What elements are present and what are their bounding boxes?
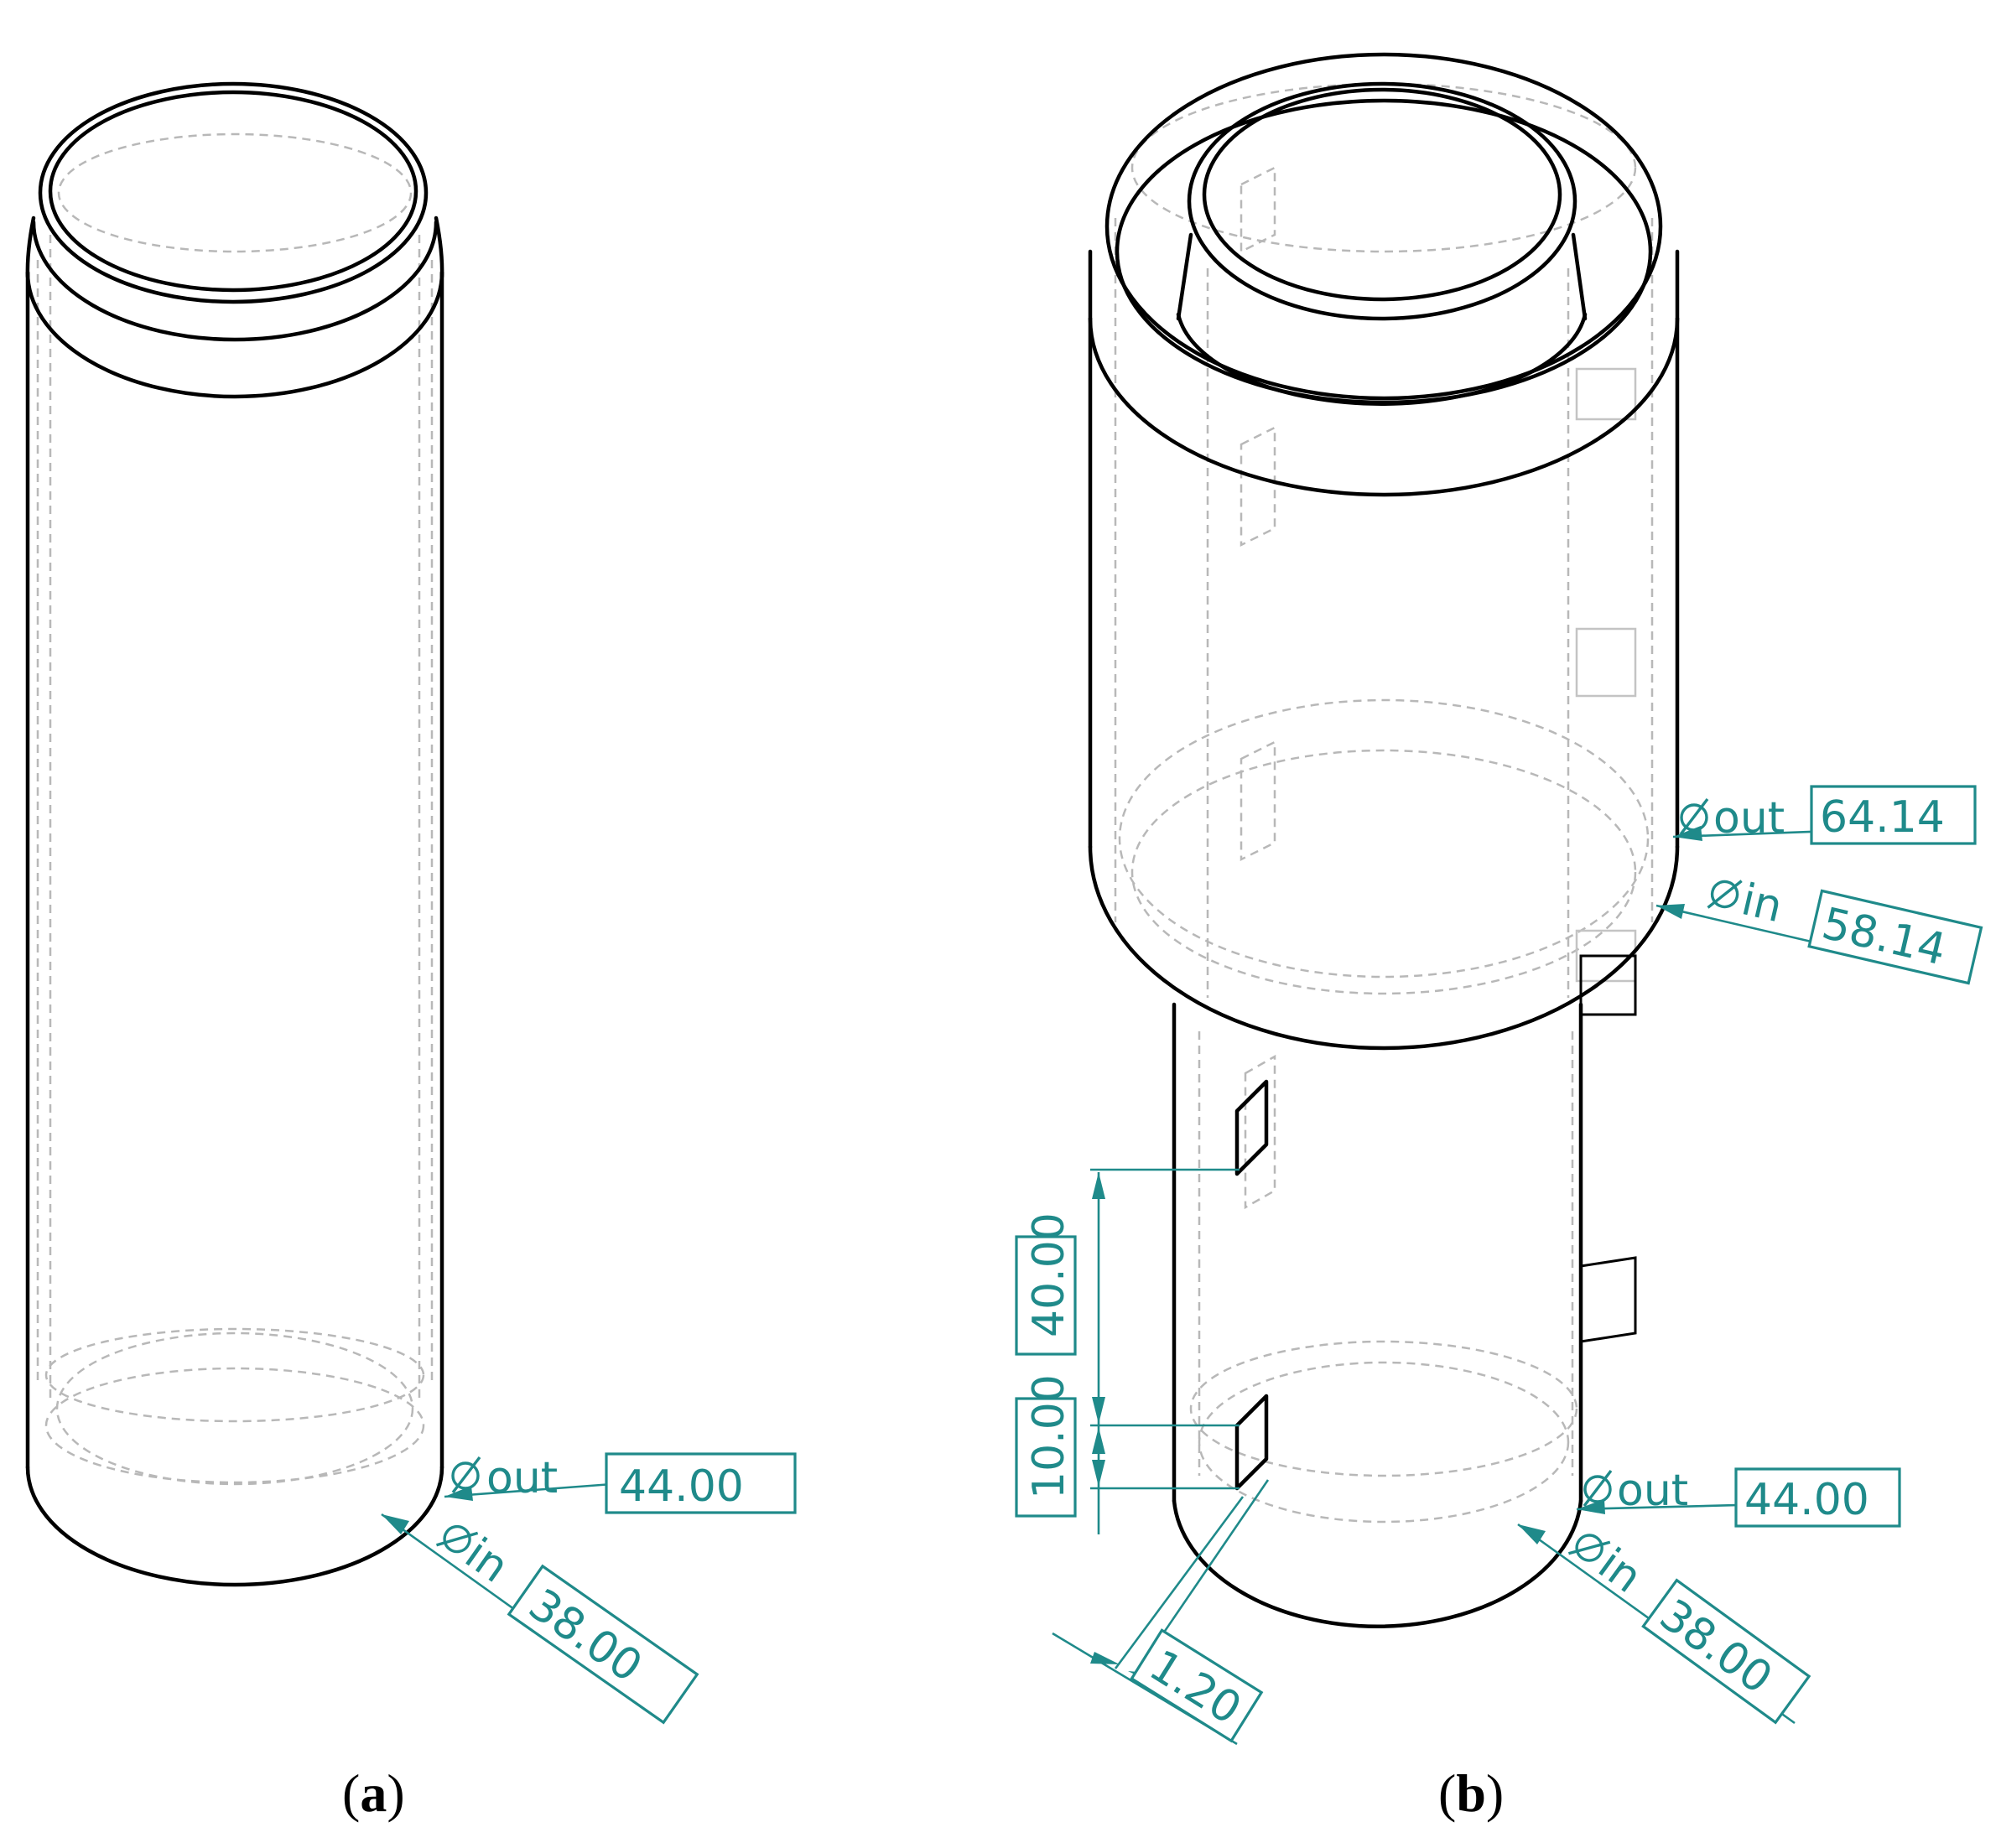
diameter-symbol-icon — [451, 1456, 481, 1494]
dim-b-out-small-value: 44.00 — [1744, 1475, 1869, 1525]
svg-text:(a): (a) — [342, 1763, 405, 1823]
diameter-symbol-icon — [1567, 1534, 1611, 1562]
dim-b-out-large-value: 64.14 — [1820, 792, 1945, 843]
panel-b-assembly: out 64.14 in 58.14 out — [1015, 52, 1983, 1746]
caption-a-open: ( — [342, 1763, 360, 1823]
caption-b-close: ) — [1486, 1763, 1504, 1823]
dim-a-in-prefix: in — [456, 1529, 517, 1592]
diameter-symbol-icon — [1679, 797, 1709, 836]
svg-text:(b): (b) — [1438, 1763, 1504, 1823]
caption-b-letter: b — [1456, 1763, 1486, 1823]
caption-a-close: ) — [387, 1763, 404, 1823]
caption-a: (a) — [342, 1763, 405, 1823]
dim-b-in-large-prefix: in — [1737, 875, 1787, 932]
diameter-symbol-icon — [1583, 1469, 1613, 1508]
dim-b-in-small-prefix: in — [1589, 1539, 1651, 1602]
panel-a-tube: out 44.00 in 38.00 — [25, 81, 797, 1725]
panel-b-visible-edges — [1088, 52, 1680, 1628]
panel-b-hidden-edges — [1114, 82, 1654, 1524]
dim-b-height-value: 40.00 — [1024, 1212, 1074, 1337]
panel-a-hidden-edges — [36, 132, 434, 1486]
diameter-symbol-icon — [436, 1524, 479, 1554]
dim-a-out-prefix: out — [486, 1453, 558, 1503]
caption-a-letter: a — [360, 1763, 387, 1823]
dim-b-out-small-prefix: out — [1617, 1466, 1688, 1516]
dim-a-out-value: 44.00 — [619, 1461, 744, 1512]
panel-a-visible-edges — [25, 81, 444, 1587]
dim-b-tab-height-value: 10.00 — [1024, 1374, 1074, 1499]
panel-a-dimensions: out 44.00 in 38.00 — [381, 1452, 797, 1725]
dim-b-out-large-prefix: out — [1713, 793, 1785, 844]
caption-b: (b) — [1438, 1763, 1504, 1823]
diameter-symbol-icon — [1707, 880, 1743, 909]
caption-b-open: ( — [1438, 1763, 1456, 1823]
